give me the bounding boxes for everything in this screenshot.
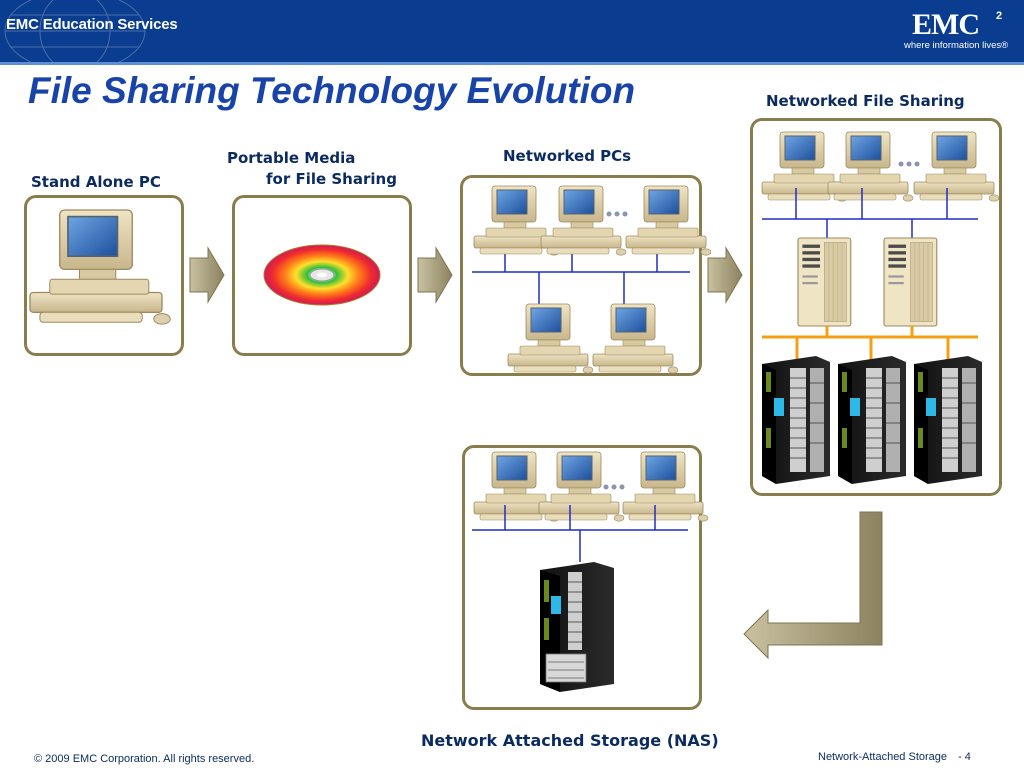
desktop-pc-icon bbox=[507, 303, 594, 374]
server-tower-icon bbox=[883, 237, 938, 327]
desktop-pc-icon bbox=[625, 185, 712, 256]
desktop-pc-icon bbox=[827, 131, 914, 202]
desktop-pc-icon bbox=[540, 185, 627, 256]
frame-portable-media bbox=[232, 195, 412, 356]
desktop-pc-icon bbox=[913, 131, 1000, 202]
edu-services-logo: EMC Education Services bbox=[6, 16, 178, 33]
storage-rack-icon bbox=[913, 355, 983, 485]
arrow-right-icon bbox=[189, 247, 225, 303]
server-tower-icon bbox=[797, 237, 852, 327]
storage-rack-icon bbox=[837, 355, 907, 485]
globe-watermark-icon bbox=[4, 0, 146, 62]
footer-page-number: - 4 bbox=[958, 751, 971, 763]
network-line bbox=[472, 505, 688, 562]
emc-logo-text: EMC bbox=[912, 8, 980, 41]
nas-device-icon bbox=[540, 562, 614, 692]
elbow-arrow-icon bbox=[743, 511, 883, 660]
desktop-pc-icon bbox=[592, 303, 679, 374]
label-stand-alone-pc: Stand Alone PC bbox=[31, 173, 161, 191]
label-portable-media-line2: for File Sharing bbox=[266, 170, 397, 188]
footer-topic: Network-Attached Storage bbox=[818, 751, 948, 763]
arrow-right-icon bbox=[417, 247, 453, 303]
footer-copyright: © 2009 EMC Corporation. All rights reser… bbox=[34, 753, 255, 765]
emc-logo: EMC 2 where information lives® bbox=[904, 8, 1012, 56]
page-title: File Sharing Technology Evolution bbox=[28, 70, 636, 111]
storage-rack-icon bbox=[761, 355, 831, 485]
desktop-pc-icon bbox=[538, 451, 625, 522]
label-networked-file-sharing: Networked File Sharing bbox=[766, 92, 965, 110]
label-portable-media-line1: Portable Media bbox=[227, 149, 356, 167]
desktop-pc-icon bbox=[29, 209, 172, 326]
ellipsis-icon bbox=[606, 211, 628, 217]
header-bar: EMC Education Services EMC 2 where infor… bbox=[0, 0, 1024, 65]
label-networked-pcs: Networked PCs bbox=[503, 147, 632, 165]
network-line bbox=[472, 240, 690, 305]
desktop-pc-icon bbox=[622, 451, 709, 522]
cd-disc-icon bbox=[263, 244, 381, 306]
emc-logo-superscript: 2 bbox=[996, 10, 1003, 22]
san-line bbox=[762, 326, 978, 362]
emc-tagline: where information lives® bbox=[904, 40, 1009, 51]
arrow-right-icon bbox=[707, 247, 743, 303]
network-line bbox=[762, 188, 978, 238]
ellipsis-icon bbox=[603, 484, 625, 490]
footer-topic-page: Network-Attached Storage - 4 bbox=[818, 751, 971, 763]
ellipsis-icon bbox=[898, 161, 920, 167]
label-nas: Network Attached Storage (NAS) bbox=[421, 731, 719, 750]
